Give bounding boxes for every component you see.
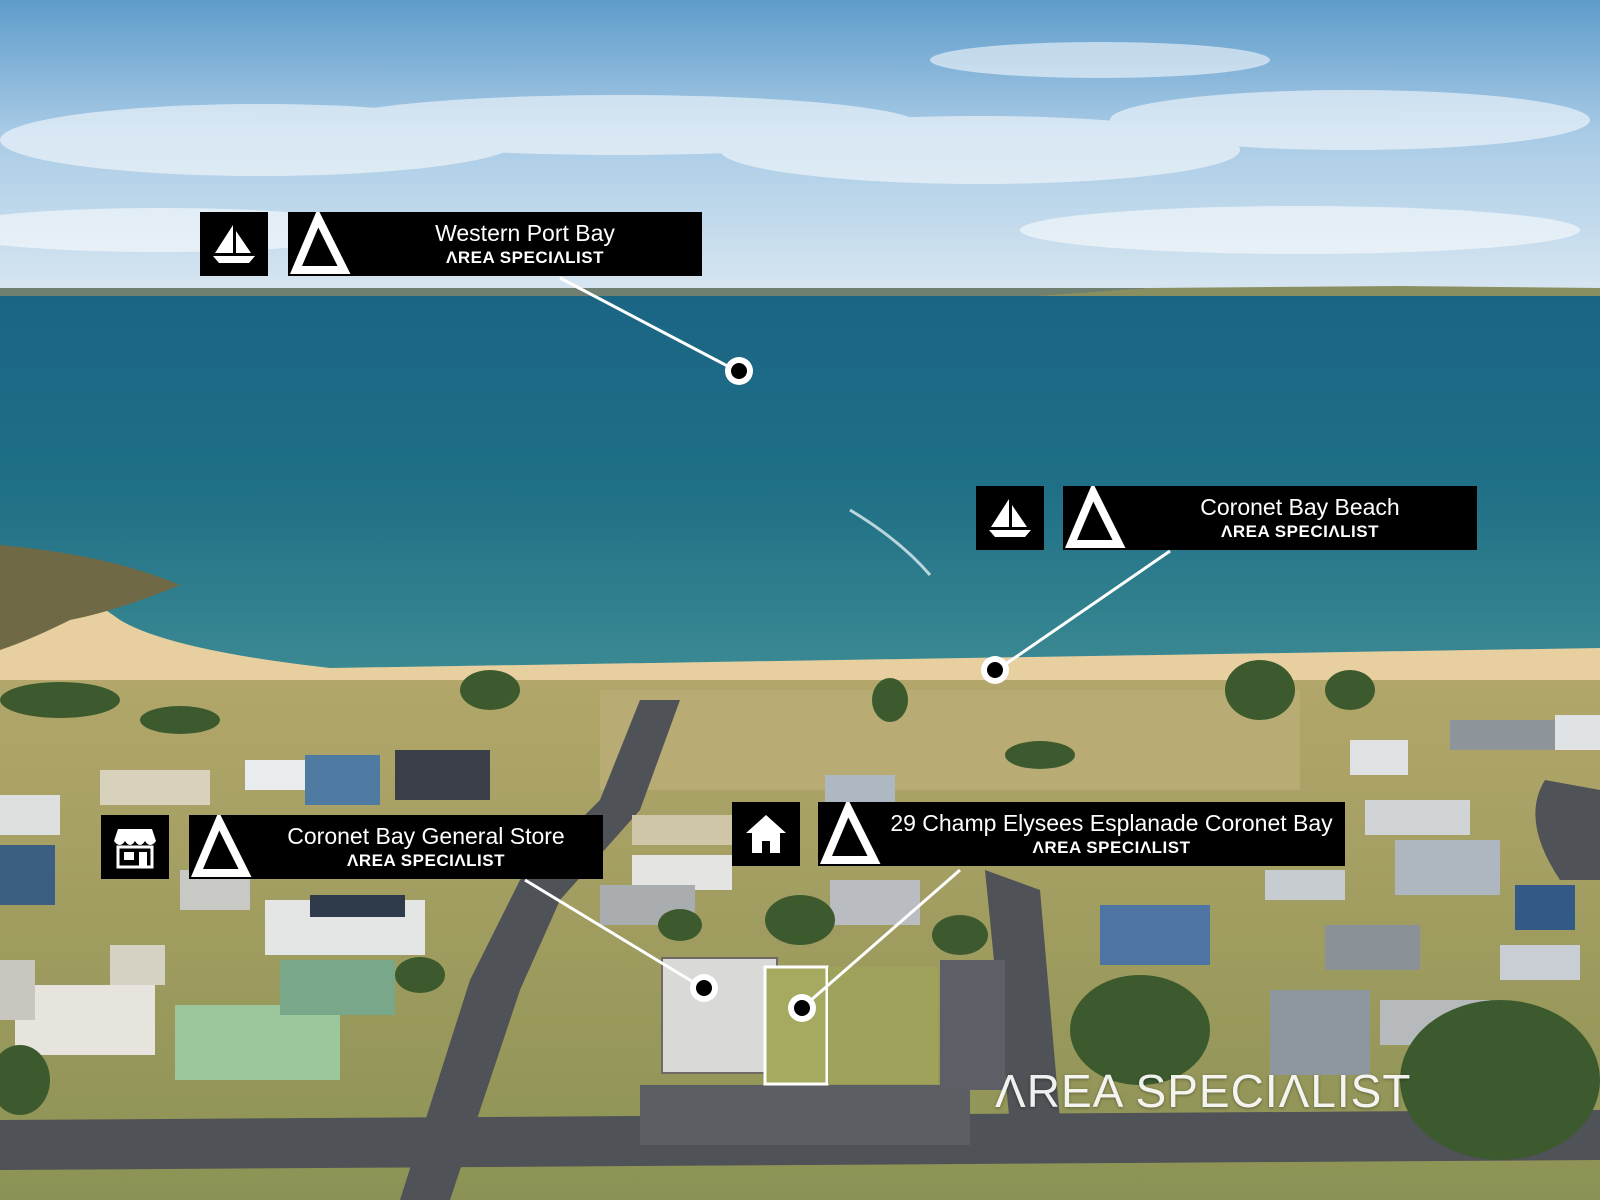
callout-subtitle: ΛREA SPECIΛLIST [1032, 838, 1191, 857]
far-horizon [0, 288, 1600, 296]
callout-title: Coronet Bay General Store [287, 823, 565, 849]
callout-property: 29 Champ Elysees Esplanade Coronet Bay Λ… [732, 802, 1345, 866]
callout-coronet-bay-beach: Coronet Bay Beach ΛREA SPECIΛLIST [976, 486, 1477, 550]
carpark [640, 1085, 970, 1145]
side-road [985, 870, 1060, 1125]
label-box: Coronet Bay Beach ΛREA SPECIΛLIST [1063, 486, 1477, 550]
area-specialist-watermark: ΛREA SPECIΛLIST [995, 1065, 1412, 1117]
callout-title: Coronet Bay Beach [1200, 494, 1400, 520]
icon-box [101, 815, 169, 879]
houses-center [600, 775, 1005, 1090]
callout-general-store: Coronet Bay General Store ΛREA SPECIΛLIS… [101, 815, 603, 879]
general-store-building [661, 957, 778, 1074]
callout-subtitle: ΛREA SPECIΛLIST [1220, 522, 1379, 541]
callout-title: 29 Champ Elysees Esplanade Coronet Bay [890, 810, 1333, 836]
vacant-lot-adjacent [828, 967, 938, 1084]
icon-box [732, 802, 800, 866]
sailboat-icon [989, 499, 1031, 537]
callout-western-port-bay: Western Port Bay ΛREA SPECIΛLIST [200, 212, 702, 276]
area-specialist-logo [190, 815, 252, 877]
callout-title: Western Port Bay [435, 220, 615, 246]
beach [0, 560, 1600, 700]
house-icon [746, 815, 786, 853]
clouds [0, 42, 1590, 254]
callout-subtitle: ΛREA SPECIΛLIST [445, 248, 604, 267]
area-specialist-logo [289, 212, 351, 274]
label-box: Coronet Bay General Store ΛREA SPECIΛLIS… [189, 815, 603, 879]
left-point [0, 545, 180, 650]
foreshore-reserve [600, 690, 1300, 790]
boat-wake [849, 508, 932, 576]
sailboat-icon [213, 225, 255, 263]
leader-lines [524, 276, 1171, 1010]
label-box: Western Port Bay ΛREA SPECIΛLIST [288, 212, 702, 276]
location-markers [690, 357, 1009, 1022]
main-road [400, 700, 680, 1200]
label-box: 29 Champ Elysees Esplanade Coronet Bay Λ… [818, 802, 1345, 866]
trees [0, 660, 1600, 1160]
right-road [1535, 780, 1600, 880]
vacant-lot [763, 965, 829, 1086]
callout-subtitle: ΛREA SPECIΛLIST [346, 851, 505, 870]
icon-box [200, 212, 268, 276]
area-specialist-logo [819, 802, 881, 864]
icon-box [976, 486, 1044, 550]
shop-icon [114, 829, 156, 869]
area-specialist-logo [1064, 486, 1126, 548]
